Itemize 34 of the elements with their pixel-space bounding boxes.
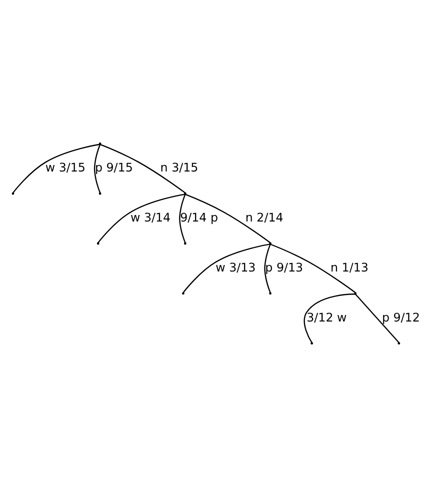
connector (304, 294, 356, 343)
edge-label: p 9/12 (382, 310, 420, 324)
node-point (354, 292, 357, 295)
node-point (269, 292, 272, 295)
edge-label: p 9/15 (94, 160, 133, 175)
connector (185, 194, 271, 244)
edge-label: 9/14 p (180, 210, 218, 225)
node-point (184, 192, 186, 195)
node-point (96, 242, 100, 245)
connector (100, 144, 186, 194)
node-point (184, 242, 186, 245)
edge-label: n 3/15 (160, 160, 198, 175)
edge-label: n 2/14 (245, 210, 284, 225)
edge-label: n 1/13 (330, 260, 368, 275)
edge-label: 3/12 w (306, 310, 347, 324)
node-point (182, 292, 184, 295)
node-point (98, 142, 102, 145)
connector (98, 194, 186, 244)
connector (94, 144, 101, 193)
connector (264, 244, 271, 293)
edge-label: w 3/15 (45, 160, 86, 175)
connector (270, 244, 356, 294)
edge-label: w 3/13 (216, 260, 256, 275)
connector (179, 194, 186, 243)
node-point (12, 192, 14, 195)
edge-label: w 3/14 (130, 210, 171, 225)
node-point (269, 242, 272, 245)
connector (182, 244, 270, 294)
connector (355, 294, 400, 343)
edge-label: p 9/13 (265, 260, 304, 275)
node-point (98, 192, 102, 195)
connector (12, 144, 100, 194)
node-point (398, 342, 400, 345)
node-point (310, 342, 314, 345)
